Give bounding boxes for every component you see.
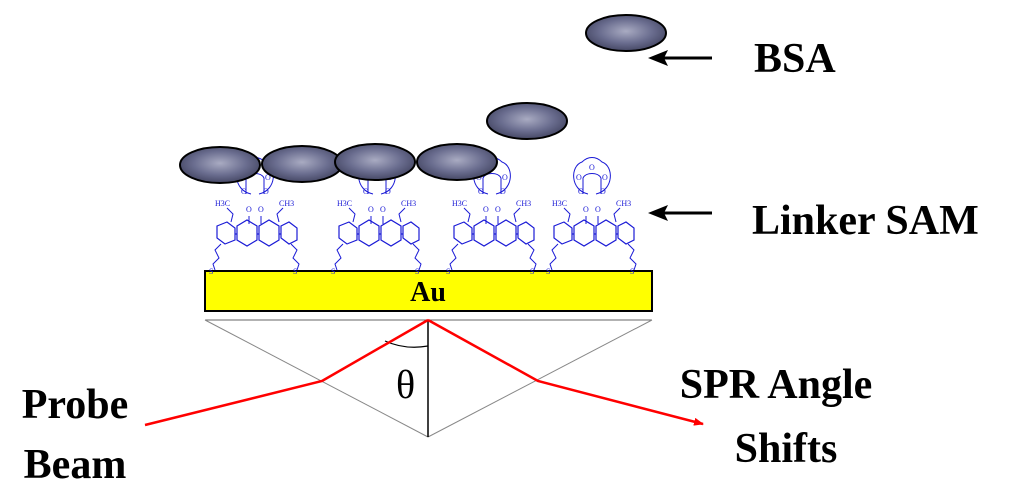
prism: [204, 319, 653, 438]
bsa-protein: [585, 14, 667, 52]
prism-right-edge: [427, 319, 653, 438]
bsa-pointer: [648, 50, 712, 66]
probe-beam-label-line2: Beam: [24, 442, 127, 488]
bsa-protein: [416, 143, 498, 181]
left-arrow-icon: [648, 50, 668, 66]
gold-label: Au: [410, 277, 446, 308]
bsa-protein: [334, 143, 416, 181]
spr-shift-label-line1: SPR Angle: [680, 362, 873, 408]
bsa-protein: [486, 102, 568, 140]
reflected-beam: [427, 318, 704, 426]
probe-beam-label-line1: Probe: [22, 382, 129, 428]
incident-beam: [144, 318, 429, 427]
bsa-protein: [261, 145, 343, 183]
gold-layer: [204, 270, 653, 312]
theta-label: θ: [396, 362, 415, 407]
spr-shift-label-line2: Shifts: [735, 426, 838, 472]
bsa-label: BSA: [754, 36, 836, 82]
linker-pointer: [648, 205, 712, 221]
linker-molecule: [545, 156, 637, 277]
bsa-protein: [179, 146, 261, 184]
linker-sam-label: Linker SAM: [752, 198, 979, 244]
left-arrow-icon: [648, 205, 668, 221]
bsa-proteins: [179, 14, 667, 184]
probe-beam: [144, 318, 704, 427]
prism-left-edge: [204, 319, 429, 438]
gold-film: Au: [204, 270, 653, 312]
